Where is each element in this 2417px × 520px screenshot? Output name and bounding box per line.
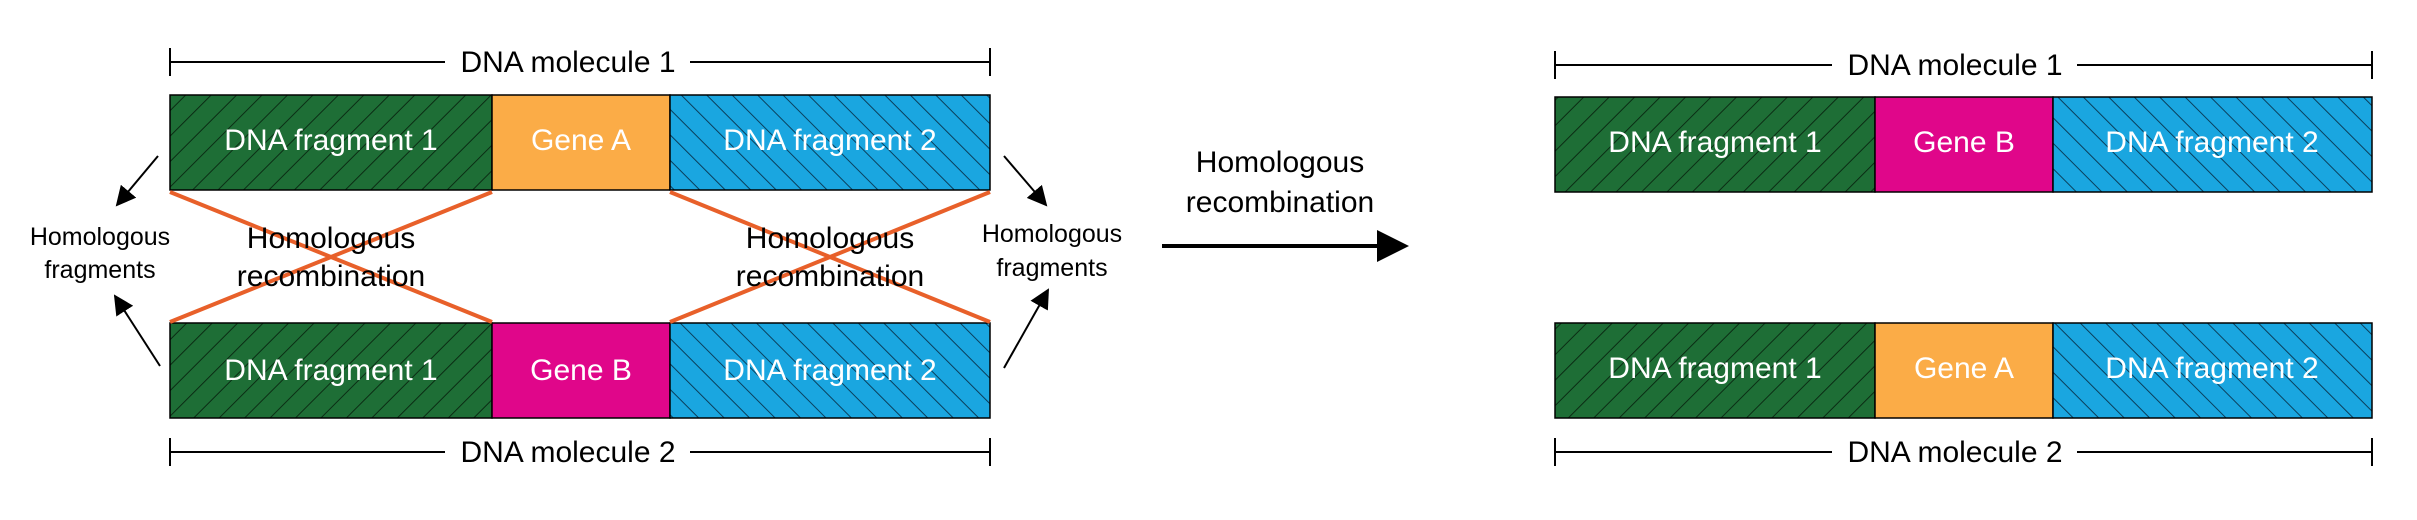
right-m2-geneA bbox=[1874, 322, 2054, 419]
left-m1-fragment2-label: DNA fragment 2 bbox=[723, 124, 936, 157]
side-right-label-line1: Homologous bbox=[982, 220, 1122, 248]
crossover-left-label-line2: recombination bbox=[237, 260, 425, 293]
pointer-arrow-lower-right bbox=[1003, 288, 1049, 369]
process-arrow: Homologous recombination bbox=[1162, 146, 1409, 262]
pointer-arrow-lower-left bbox=[113, 294, 161, 367]
left-molecule1-dimension: DNA molecule 1 bbox=[169, 42, 991, 80]
right-panel: DNA molecule 1 DNA fragment 1 Gene B DNA… bbox=[1554, 45, 2373, 470]
left-m1-fragment2 bbox=[669, 94, 991, 191]
left-molecule2-bar: DNA fragment 1 Gene B DNA fragment 2 bbox=[169, 322, 991, 419]
left-molecule1-label: DNA molecule 1 bbox=[460, 46, 675, 79]
left-m2-geneB-label: Gene B bbox=[530, 354, 632, 387]
right-molecule1-bar: DNA fragment 1 Gene B DNA fragment 2 bbox=[1554, 96, 2373, 193]
right-molecule2-bar: DNA fragment 1 Gene A DNA fragment 2 bbox=[1554, 322, 2373, 419]
left-m2-fragment1-label: DNA fragment 1 bbox=[224, 354, 437, 387]
right-m2-geneA-label: Gene A bbox=[1914, 352, 2014, 385]
right-m1-fragment1 bbox=[1554, 96, 1876, 193]
side-left-label-line1: Homologous bbox=[30, 223, 170, 251]
crossover-right-label-line1: Homologous bbox=[746, 222, 914, 255]
right-m1-geneB bbox=[1874, 96, 2054, 193]
crossover-lines bbox=[169, 190, 991, 324]
left-m2-geneB bbox=[491, 322, 671, 419]
left-m2-fragment2 bbox=[669, 322, 991, 419]
side-right-label-line2: fragments bbox=[996, 254, 1107, 282]
crossover-left-label-line1: Homologous bbox=[247, 222, 415, 255]
process-arrow-label-line1: Homologous bbox=[1196, 146, 1364, 179]
left-m1-fragment1 bbox=[169, 94, 493, 191]
right-molecule1-label: DNA molecule 1 bbox=[1847, 49, 2062, 82]
pointer-arrow-upper-left bbox=[115, 155, 159, 207]
crossover-right-label-line2: recombination bbox=[736, 260, 924, 293]
side-left-label-line2: fragments bbox=[44, 256, 155, 284]
right-m1-fragment2 bbox=[2052, 96, 2373, 193]
pointer-arrows bbox=[113, 155, 1049, 369]
right-m2-fragment1-label: DNA fragment 1 bbox=[1608, 352, 1821, 385]
process-arrow-label-line2: recombination bbox=[1186, 186, 1374, 219]
right-m2-fragment1 bbox=[1554, 322, 1876, 419]
right-molecule2-dimension: DNA molecule 2 bbox=[1554, 432, 2373, 470]
right-m2-fragment2 bbox=[2052, 322, 2373, 419]
right-m2-fragment2-label: DNA fragment 2 bbox=[2105, 352, 2318, 385]
left-molecule2-label: DNA molecule 2 bbox=[460, 436, 675, 469]
left-m1-fragment1-label: DNA fragment 1 bbox=[224, 124, 437, 157]
left-m2-fragment1 bbox=[169, 322, 493, 419]
right-m1-fragment2-label: DNA fragment 2 bbox=[2105, 126, 2318, 159]
left-m1-geneA-label: Gene A bbox=[531, 124, 631, 157]
left-panel: DNA molecule 1 DNA fragment 1 Gene A DNA… bbox=[30, 42, 1122, 470]
right-molecule1-dimension: DNA molecule 1 bbox=[1554, 45, 2373, 83]
left-molecule2-dimension: DNA molecule 2 bbox=[169, 432, 991, 470]
right-m1-fragment1-label: DNA fragment 1 bbox=[1608, 126, 1821, 159]
pointer-arrow-upper-right bbox=[1003, 155, 1048, 207]
left-molecule1-bar: DNA fragment 1 Gene A DNA fragment 2 bbox=[169, 94, 991, 191]
left-m2-fragment2-label: DNA fragment 2 bbox=[723, 354, 936, 387]
right-molecule2-label: DNA molecule 2 bbox=[1847, 436, 2062, 469]
right-m1-geneB-label: Gene B bbox=[1913, 126, 2015, 159]
